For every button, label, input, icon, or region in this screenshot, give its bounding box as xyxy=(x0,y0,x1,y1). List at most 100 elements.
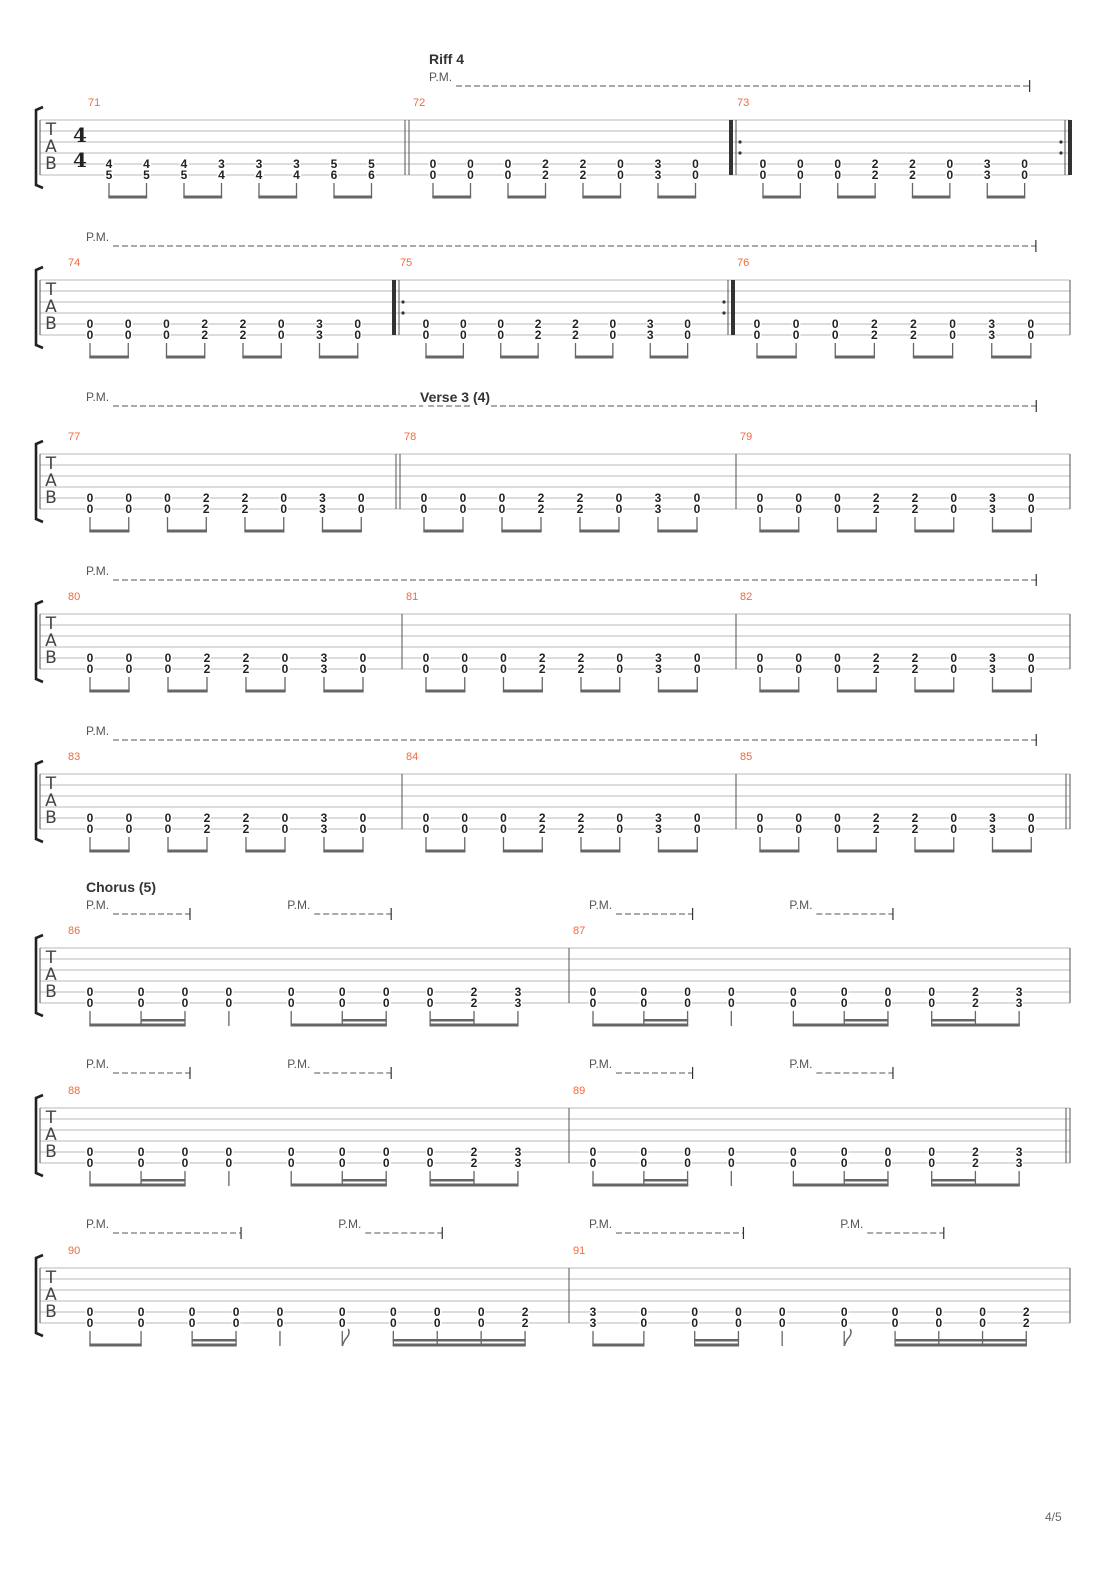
fret-number: 0 xyxy=(590,985,597,999)
note-chord: 22 xyxy=(202,810,212,852)
fret-number: 3 xyxy=(655,811,662,825)
fret-number: 0 xyxy=(947,157,954,171)
fret-number: 0 xyxy=(795,811,802,825)
note-chord: 00 xyxy=(85,810,95,852)
fret-number: 2 xyxy=(872,168,879,182)
note-chord: 22 xyxy=(870,316,880,358)
fret-number: 2 xyxy=(542,157,549,171)
beam xyxy=(425,689,466,693)
fret-number: 0 xyxy=(280,502,287,516)
fret-number: 0 xyxy=(288,1156,295,1170)
tab-clef-letter: B xyxy=(45,808,57,828)
fret-number: 0 xyxy=(87,811,94,825)
fret-number: 0 xyxy=(757,502,764,516)
repeat-dot xyxy=(1059,140,1063,144)
palm-mute-marking: P.M. xyxy=(86,564,1037,586)
note-chord: 33 xyxy=(319,810,329,852)
fret-number: 2 xyxy=(873,822,880,836)
beam xyxy=(165,355,206,359)
fret-number: 2 xyxy=(572,317,579,331)
fret-number: 0 xyxy=(288,1145,295,1159)
fret-number: 0 xyxy=(1028,662,1035,676)
fret-number: 0 xyxy=(950,662,957,676)
fret-number: 0 xyxy=(430,157,437,171)
fret-number: 0 xyxy=(694,662,701,676)
note-chord: 00 xyxy=(224,984,234,1026)
fret-number: 0 xyxy=(358,502,365,516)
fret-number: 0 xyxy=(282,651,289,665)
fret-number: 3 xyxy=(1016,985,1023,999)
fret-number: 0 xyxy=(834,662,841,676)
fret-number: 0 xyxy=(735,1316,742,1330)
tab-clef-letter: B xyxy=(45,154,57,174)
fret-number: 2 xyxy=(912,491,919,505)
note-chord: 00 xyxy=(949,490,959,532)
fret-number: 0 xyxy=(87,985,94,999)
fret-number: 0 xyxy=(282,822,289,836)
fret-number: 0 xyxy=(641,1156,648,1170)
measure-number: 89 xyxy=(573,1085,585,1097)
beam xyxy=(167,689,208,693)
fret-number: 0 xyxy=(935,1305,942,1319)
fret-number: 0 xyxy=(460,328,467,342)
fret-number: 0 xyxy=(189,1305,196,1319)
note-chord: 00 xyxy=(280,650,290,692)
system-bracket xyxy=(34,599,44,684)
fret-number: 0 xyxy=(641,1305,648,1319)
fret-number: 2 xyxy=(873,811,880,825)
measure-number: 78 xyxy=(404,431,416,443)
note-chord: 00 xyxy=(794,650,804,692)
fret-number: 0 xyxy=(434,1305,441,1319)
fret-number: 0 xyxy=(834,811,841,825)
tab-clef-letter: T xyxy=(45,1108,57,1128)
fret-number: 0 xyxy=(87,651,94,665)
beam xyxy=(89,529,130,533)
system-bracket xyxy=(34,105,44,190)
secondary-beam xyxy=(140,1179,186,1182)
eighth-flag xyxy=(843,1328,852,1347)
fret-number: 0 xyxy=(885,1145,892,1159)
tab-clef-letter: A xyxy=(45,631,57,651)
measure-number: 80 xyxy=(68,591,80,603)
note-chord: 00 xyxy=(123,316,133,358)
palm-mute-label: P.M. xyxy=(287,898,310,912)
note-chord: 22 xyxy=(908,156,918,198)
tab-system: TAB8000000022220033008100000022220033008… xyxy=(34,564,1071,693)
fret-number: 0 xyxy=(354,317,361,331)
fret-number: 0 xyxy=(834,491,841,505)
fret-number: 0 xyxy=(616,491,623,505)
system-bracket xyxy=(34,1093,44,1178)
beam xyxy=(912,355,954,359)
note-chord: 22 xyxy=(537,650,547,692)
tab-clef-letter: B xyxy=(45,1142,57,1162)
fret-number: 0 xyxy=(383,996,390,1010)
fret-number: 0 xyxy=(728,985,735,999)
note-chord: 22 xyxy=(241,650,251,692)
fret-number: 0 xyxy=(182,996,189,1010)
fret-number: 0 xyxy=(461,662,468,676)
beam xyxy=(290,1183,387,1187)
fret-number: 0 xyxy=(390,1316,397,1330)
fret-number: 2 xyxy=(243,811,250,825)
fret-number: 0 xyxy=(885,1156,892,1170)
fret-number: 0 xyxy=(795,662,802,676)
fret-number: 4 xyxy=(293,168,300,182)
fret-number: 3 xyxy=(515,1145,522,1159)
fret-number: 3 xyxy=(1016,1145,1023,1159)
fret-number: 0 xyxy=(461,651,468,665)
note-chord: 00 xyxy=(458,490,468,532)
fret-number: 0 xyxy=(427,996,434,1010)
beam xyxy=(432,195,472,199)
fret-number: 0 xyxy=(757,651,764,665)
fret-number: 0 xyxy=(641,985,648,999)
secondary-beam xyxy=(843,1179,889,1182)
fret-number: 0 xyxy=(282,662,289,676)
beam xyxy=(914,689,955,693)
fret-number: 4 xyxy=(256,168,263,182)
fret-number: 2 xyxy=(201,328,208,342)
palm-mute-marking: P.M. xyxy=(86,390,1037,412)
note-chord: 00 xyxy=(608,316,618,358)
